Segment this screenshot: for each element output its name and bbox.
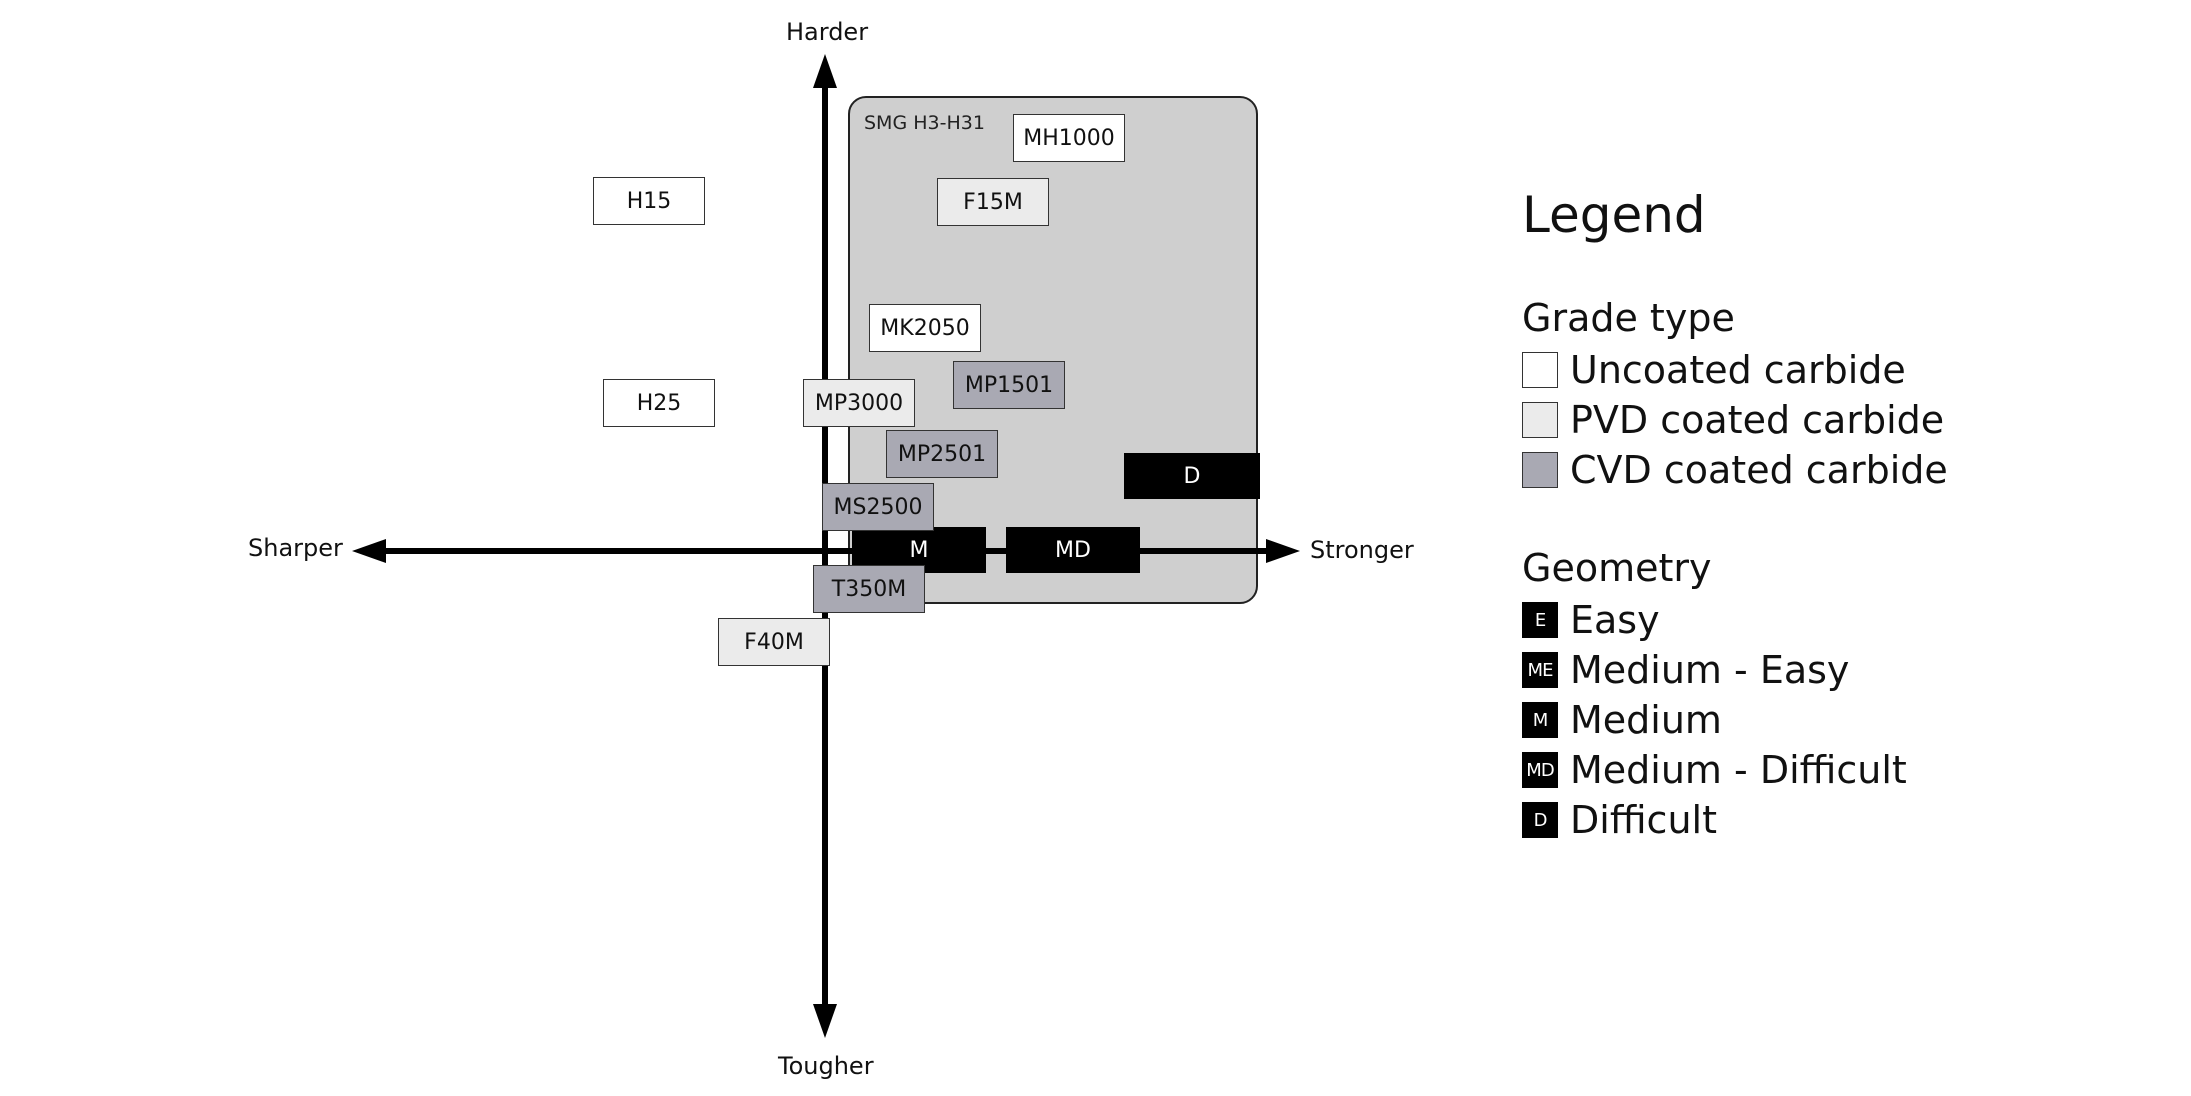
uncoated-swatch-icon — [1522, 352, 1558, 388]
legend-item-label: Uncoated carbide — [1570, 348, 1906, 392]
vertical-axis — [822, 86, 828, 1022]
legend-item-label: CVD coated carbide — [1570, 448, 1948, 492]
grade-box-h15: H15 — [593, 177, 705, 225]
legend-item-label: Medium — [1570, 698, 1722, 742]
geometry-marker-d: D — [1124, 453, 1260, 499]
geometry-d-icon: D — [1522, 802, 1558, 838]
grade-box-mk2050: MK2050 — [869, 304, 981, 352]
grade-box-f40m: F40M — [718, 618, 830, 666]
legend-item-label: Medium - Difficult — [1570, 748, 1907, 792]
legend-item-label: Difficult — [1570, 798, 1717, 842]
arrow-down-icon — [813, 1004, 837, 1038]
legend-item-cvd: CVD coated carbide — [1522, 448, 1948, 492]
cvd-swatch-icon — [1522, 452, 1558, 488]
grade-box-h25: H25 — [603, 379, 715, 427]
arrow-right-icon — [1266, 539, 1300, 563]
axis-label-top: Harder — [786, 18, 869, 46]
legend-geometry-medium: M Medium — [1522, 698, 1722, 742]
grade-box-mp3000: MP3000 — [803, 379, 915, 427]
legend-geometry-difficult: D Difficult — [1522, 798, 1717, 842]
grade-box-mp1501: MP1501 — [953, 361, 1065, 409]
axis-label-left: Sharper — [248, 534, 343, 562]
legend-item-label: PVD coated carbide — [1570, 398, 1945, 442]
legend-item-label: Medium - Easy — [1570, 648, 1850, 692]
grade-box-ms2500: MS2500 — [822, 483, 934, 531]
arrow-left-icon — [352, 539, 386, 563]
legend-geometry-medium-easy: ME Medium - Easy — [1522, 648, 1850, 692]
geometry-me-icon: ME — [1522, 652, 1558, 688]
geometry-e-icon: E — [1522, 602, 1558, 638]
grade-box-t350m: T350M — [813, 565, 925, 613]
pvd-swatch-icon — [1522, 402, 1558, 438]
grade-box-mh1000: MH1000 — [1013, 114, 1125, 162]
legend-item-pvd: PVD coated carbide — [1522, 398, 1945, 442]
legend-title: Legend — [1522, 186, 1706, 244]
geometry-marker-md: MD — [1006, 527, 1140, 573]
legend-geometry-heading: Geometry — [1522, 546, 1712, 590]
arrow-up-icon — [813, 54, 837, 88]
grade-box-f15m: F15M — [937, 178, 1049, 226]
legend-grade-type-heading: Grade type — [1522, 296, 1735, 340]
geometry-md-icon: MD — [1522, 752, 1558, 788]
legend-geometry-medium-difficult: MD Medium - Difficult — [1522, 748, 1907, 792]
region-label: SMG H3-H31 — [864, 112, 985, 134]
grade-box-mp2501: MP2501 — [886, 430, 998, 478]
axis-label-bottom: Tougher — [778, 1052, 874, 1080]
legend-item-uncoated: Uncoated carbide — [1522, 348, 1906, 392]
axis-label-right: Stronger — [1310, 536, 1414, 564]
legend-geometry-easy: E Easy — [1522, 598, 1660, 642]
legend-item-label: Easy — [1570, 598, 1660, 642]
geometry-m-icon: M — [1522, 702, 1558, 738]
